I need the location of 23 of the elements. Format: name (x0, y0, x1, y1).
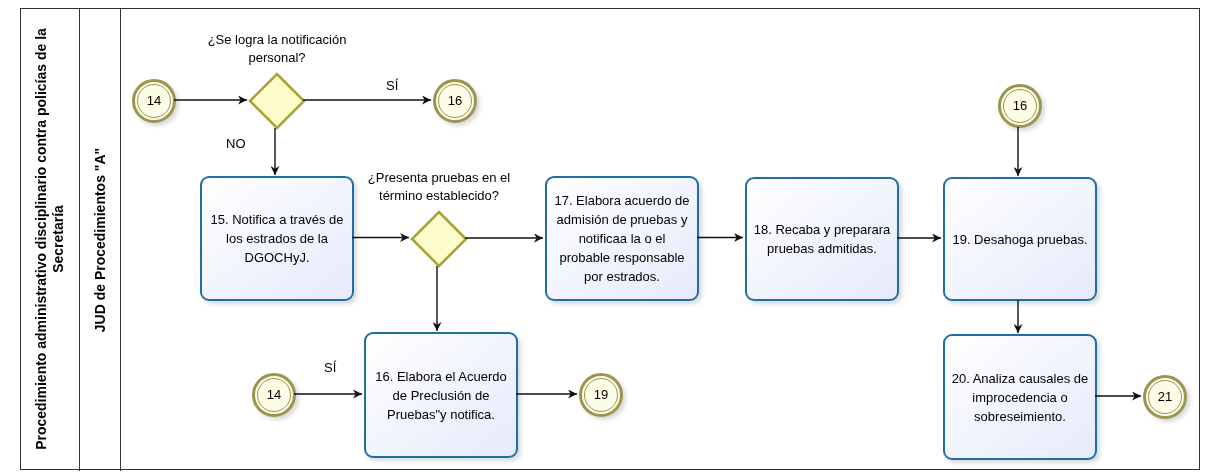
sequence-arrow (464, 233, 544, 243)
gateway-question: ¿Se logra la notificación personal? (206, 31, 348, 67)
sequence-arrow (1013, 299, 1023, 334)
task-box: 19. Desahoga pruebas. (943, 177, 1097, 301)
sequence-arrow (270, 127, 280, 176)
sequence-arrow (1094, 391, 1142, 401)
task-box: 15. Notifica a través de los estrados de la DGOCHyJ. (200, 176, 354, 301)
pool-title: Procedimiento administrativo disciplinario contra policías de la Secretaría (33, 27, 67, 452)
task-box: 18. Recaba y preparara pruebas admitidas. (745, 177, 899, 301)
sequence-arrow (696, 233, 744, 242)
lane-title: JUD de Procedimientos "A" (91, 146, 109, 335)
sequence-arrow (432, 265, 442, 332)
sequence-arrow (1013, 126, 1023, 177)
gateway-question: ¿Presenta pruebas en el término establecido? (366, 169, 512, 205)
sequence-arrow (351, 233, 410, 242)
sequence-arrow (302, 95, 432, 105)
sequence-arrow (293, 389, 363, 399)
sequence-arrow (515, 389, 578, 399)
sequence-arrow (173, 95, 248, 105)
sequence-arrow (896, 233, 942, 243)
task-box: 17. Elabora acuerdo de admisión de pruebas y notificaa la o el probable responsable por estrados. (545, 176, 699, 301)
task-box: 20. Analiza causales de improcedencia o sobreseimiento. (943, 334, 1097, 460)
task-box: 16. Elabora el Acuerdo de Preclusión de Pruebas"y notifica. (364, 332, 518, 458)
